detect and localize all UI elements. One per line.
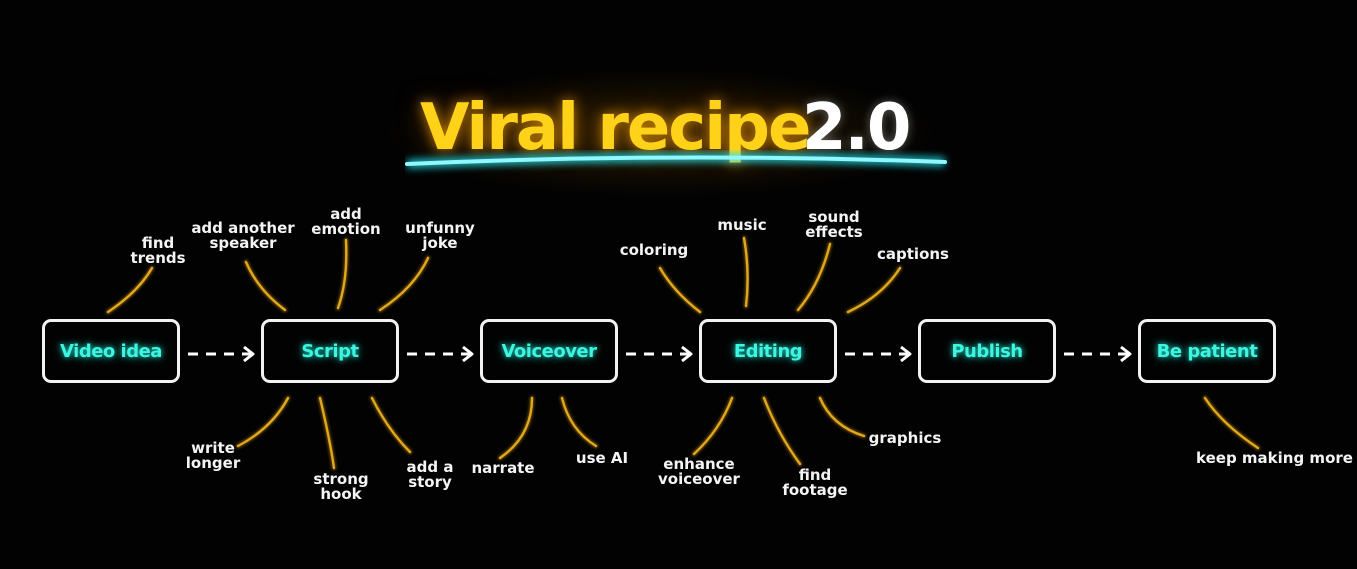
flow-arrow-head-1 xyxy=(243,345,255,363)
connector-use-ai xyxy=(560,396,598,448)
label-find-trends: find trends xyxy=(130,234,186,267)
connector-graphics xyxy=(818,396,866,438)
connector-write-longer xyxy=(236,396,290,448)
connector-sound-effects-glow xyxy=(795,241,833,313)
label-find-footage: find footage xyxy=(782,466,848,499)
connector-add-another-speaker-glow xyxy=(243,259,288,313)
connector-captions xyxy=(846,266,902,314)
connector-find-trends xyxy=(106,266,154,314)
title-underline xyxy=(405,152,947,169)
connector-write-longer-glow xyxy=(235,395,291,449)
connector-unfunny-joke xyxy=(378,256,430,312)
label-add-emotion: add emotion xyxy=(311,205,381,238)
flow-arrow-head-3 xyxy=(681,345,693,363)
step-video-idea: Video idea xyxy=(42,319,180,383)
connector-keep-making-more-glow xyxy=(1202,395,1261,451)
connector-coloring xyxy=(658,266,702,314)
label-narrate: narrate xyxy=(471,459,535,477)
label-graphics: graphics xyxy=(868,429,942,447)
flow-arrow-head-5 xyxy=(1120,345,1132,363)
label-strong-hook: strong hook xyxy=(313,470,369,503)
label-unfunny-joke: unfunny joke xyxy=(405,219,475,252)
flow-arrow-head-4 xyxy=(900,345,912,363)
label-add-a-story: add a story xyxy=(406,458,454,491)
connector-use-ai-glow xyxy=(559,395,599,449)
flow-arrow-head-2 xyxy=(462,345,474,363)
connector-music xyxy=(742,236,749,308)
step-voiceover: Voiceover xyxy=(480,319,618,383)
connector-unfunny-joke-glow xyxy=(377,255,431,313)
label-add-another-speaker: add another speaker xyxy=(191,219,295,252)
connector-find-footage xyxy=(762,396,802,466)
label-coloring: coloring xyxy=(619,241,689,259)
connector-find-trends-glow xyxy=(105,265,155,315)
step-publish: Publish xyxy=(918,319,1056,383)
connector-captions-glow xyxy=(845,265,903,315)
label-enhance-voiceover: enhance voiceover xyxy=(658,455,740,488)
connector-sound-effects xyxy=(796,242,832,312)
connector-add-a-story xyxy=(370,396,412,454)
title-main: Viral recipe xyxy=(420,91,811,165)
connector-graphics-glow xyxy=(817,395,867,439)
step-script: Script xyxy=(261,319,399,383)
connector-find-footage-glow xyxy=(761,395,803,467)
label-sound-effects: sound effects xyxy=(805,208,863,241)
label-use-ai: use AI xyxy=(575,449,629,467)
connector-add-emotion xyxy=(336,238,348,310)
label-write-longer: write longer xyxy=(185,439,241,472)
label-captions: captions xyxy=(877,245,949,263)
connector-keep-making-more xyxy=(1203,396,1260,450)
connector-coloring-glow xyxy=(657,265,703,315)
label-music: music xyxy=(717,216,767,234)
connector-add-a-story-glow xyxy=(369,395,413,455)
connector-strong-hook xyxy=(318,396,336,470)
connector-add-another-speaker xyxy=(244,260,287,312)
connector-enhance-voiceover xyxy=(692,396,734,456)
label-keep-making-more: keep making more xyxy=(1196,449,1353,467)
step-be-patient: Be patient xyxy=(1138,319,1276,383)
title-version: 2.0 xyxy=(802,91,911,165)
connector-enhance-voiceover-glow xyxy=(691,395,735,457)
connector-narrate xyxy=(498,396,534,460)
step-editing: Editing xyxy=(699,319,837,383)
